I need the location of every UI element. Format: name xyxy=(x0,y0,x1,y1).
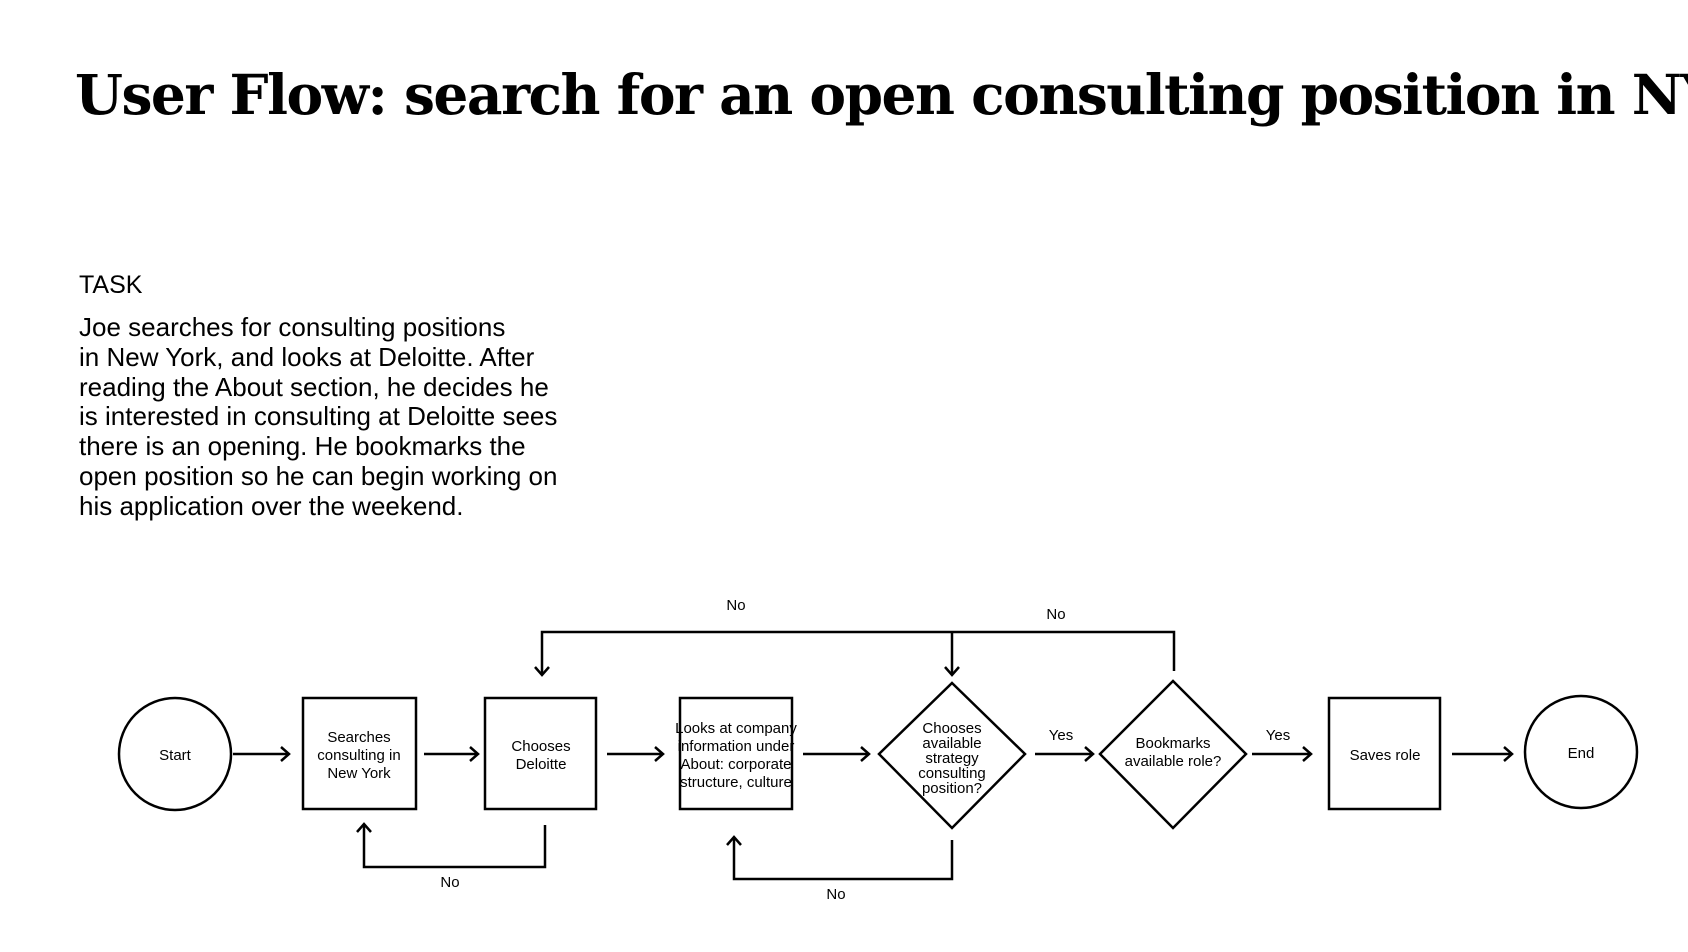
task-line: reading the About section, he decides he xyxy=(79,371,549,402)
task-line: open position so he can begin working on xyxy=(79,460,558,491)
step-label: New York xyxy=(327,765,391,782)
end-label: End xyxy=(1568,745,1595,762)
decision-label: Bookmarks xyxy=(1135,735,1210,752)
step-label: Saves role xyxy=(1350,747,1421,764)
decision-label: available role? xyxy=(1125,753,1222,770)
arrowhead xyxy=(534,666,550,677)
step-company-info: Looks at company information under About… xyxy=(675,696,797,811)
arrowhead xyxy=(944,666,960,677)
step-save-role: Saves role xyxy=(1327,696,1442,811)
step-label: Searches xyxy=(327,729,390,746)
arrowhead xyxy=(860,746,871,762)
arrowhead xyxy=(469,746,480,762)
step-label: Looks at company xyxy=(675,720,797,737)
arrowhead xyxy=(356,822,372,833)
start-label: Start xyxy=(159,747,192,764)
end-node: End xyxy=(1523,694,1639,810)
task-line: is interested in consulting at Deloitte … xyxy=(79,401,558,432)
arrowhead xyxy=(726,835,742,846)
task-heading: TASK xyxy=(79,271,143,299)
page-title: User Flow: search for an open consulting… xyxy=(75,62,1688,127)
step-label: Deloitte xyxy=(516,756,567,773)
decision-label: consulting xyxy=(918,765,986,782)
task-line: there is an opening. He bookmarks the xyxy=(79,431,526,462)
decision-label: available xyxy=(922,735,981,752)
edge-label-no: No xyxy=(1046,606,1065,623)
edge-label-yes: Yes xyxy=(1266,727,1290,744)
edge-label-no: No xyxy=(826,886,845,903)
step-label: Chooses xyxy=(511,738,570,755)
step-search: Searches consulting in New York xyxy=(301,696,418,811)
arrowhead xyxy=(654,746,665,762)
step-label: information under xyxy=(678,738,795,755)
connectors xyxy=(233,630,1514,881)
step-choose-deloitte: Chooses Deloitte xyxy=(483,696,598,811)
step-label: About: corporate xyxy=(681,756,792,773)
decision-choose-position: Chooses available strategy consulting po… xyxy=(877,681,1027,830)
loop-top-no xyxy=(540,630,1176,675)
decision-label: strategy xyxy=(925,750,979,767)
arrowhead xyxy=(1503,746,1514,762)
start-node: Start xyxy=(117,696,233,812)
loop-bottom-left-no xyxy=(362,824,547,869)
decision-label: position? xyxy=(922,780,982,797)
step-label: consulting in xyxy=(317,747,400,764)
arrowhead xyxy=(280,746,291,762)
edge-label-yes: Yes xyxy=(1049,727,1073,744)
edge-label-no: No xyxy=(726,597,745,614)
arrowhead xyxy=(1302,746,1313,762)
task-line: in New York, and looks at Deloitte. Afte… xyxy=(79,341,535,372)
edge-label-no: No xyxy=(440,874,459,891)
loop-bottom-right-no xyxy=(732,837,954,881)
task-line: Joe searches for consulting positions xyxy=(79,312,506,342)
arrowhead xyxy=(1084,746,1095,762)
decision-label: Chooses xyxy=(922,720,981,737)
step-label: structure, culture xyxy=(680,774,792,791)
decision-bookmark: Bookmarks available role? xyxy=(1098,679,1248,830)
task-line: his application over the weekend. xyxy=(79,490,464,521)
task-description: Joe searches for consulting positions in… xyxy=(79,312,599,522)
